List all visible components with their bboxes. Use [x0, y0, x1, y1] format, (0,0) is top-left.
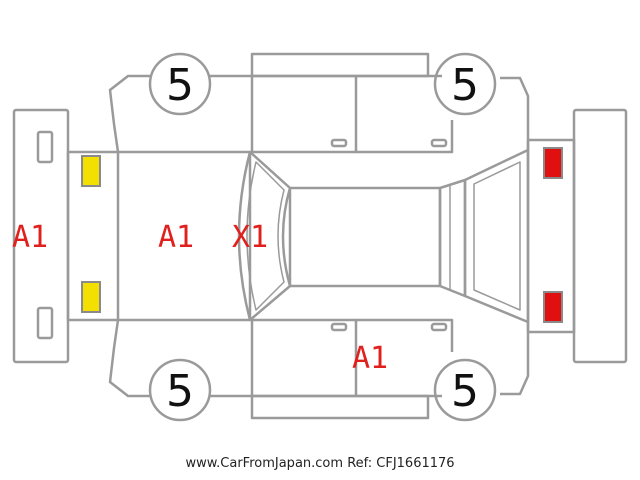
hood-panel [118, 150, 252, 322]
footer-ref: Ref: CFJ1661176 [347, 456, 455, 471]
rear-bumper [572, 108, 628, 364]
tyre-rear-left-circle [148, 358, 212, 422]
tyre-front-right-value: 5 [451, 60, 479, 111]
tyre-rear-left-value: 5 [166, 366, 194, 417]
tailgate-panel [463, 148, 530, 324]
headlight-bottom [81, 281, 101, 313]
front-lamp-panel [66, 150, 120, 322]
headlight-top [81, 155, 101, 187]
tyre-front-left-circle [148, 52, 212, 116]
windshield-panel [237, 150, 292, 322]
footer-site: www.CarFromJapan.com [185, 456, 344, 471]
damage-mark-windshield: X1 [232, 220, 268, 255]
damage-mark-left-rear-door: A1 [352, 341, 388, 376]
tyre-front-right-circle [433, 52, 497, 116]
upper-side-body [108, 52, 530, 154]
taillight-top [543, 147, 563, 179]
footer-credit: www.CarFromJapan.com Ref: CFJ1661176 [0, 456, 640, 471]
taillight-bottom [543, 291, 563, 323]
damage-mark-hood: A1 [158, 220, 194, 255]
damage-mark-front-bumper: A1 [12, 220, 48, 255]
rear-window-panel [438, 178, 467, 298]
tyre-front-left-value: 5 [166, 60, 194, 111]
tyre-rear-right-circle [433, 358, 497, 422]
lower-side-body [108, 318, 530, 420]
roof-panel [288, 186, 442, 288]
tyre-rear-right-value: 5 [451, 366, 479, 417]
